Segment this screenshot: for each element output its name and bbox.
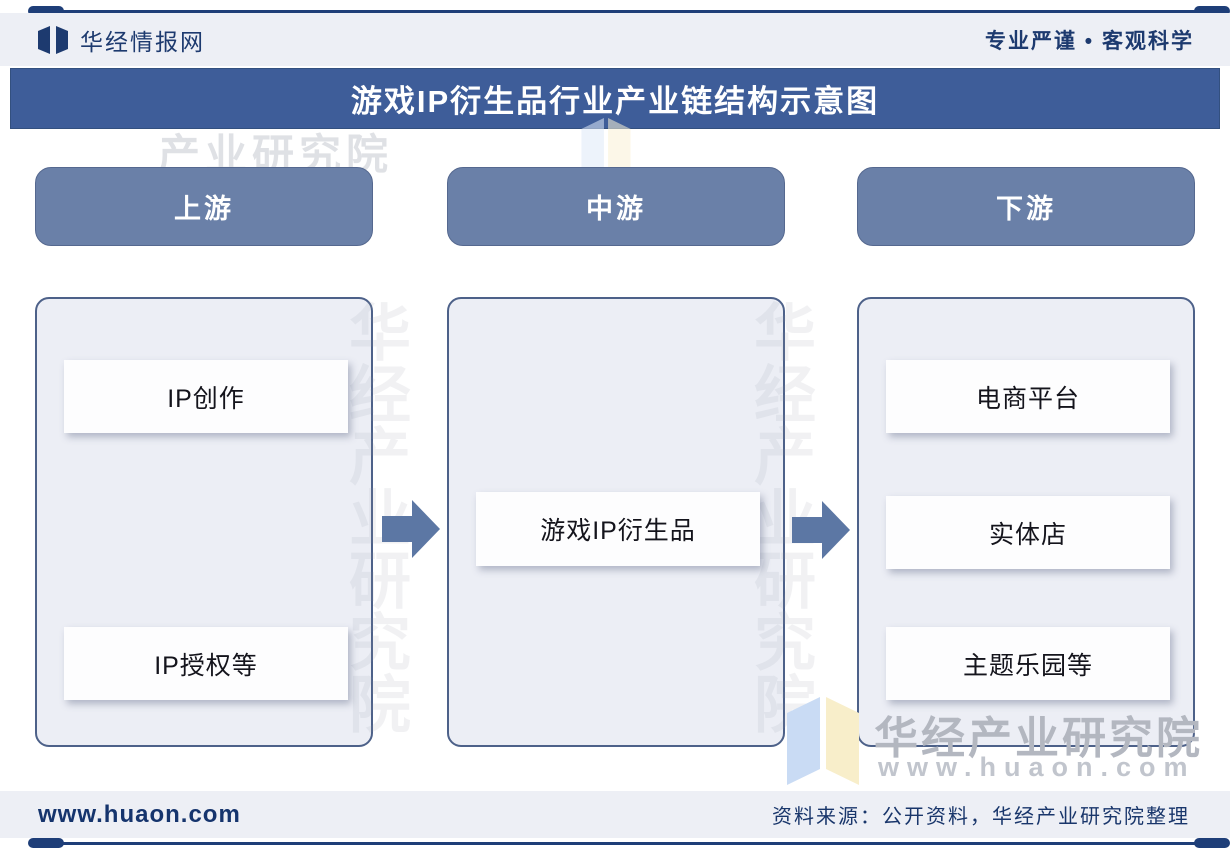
watermark-book-logo-icon	[581, 118, 631, 178]
huajing-book-logo-icon	[38, 25, 68, 54]
footer-website: www.huaon.com	[38, 800, 241, 828]
chain-item-label: 电商平台	[975, 384, 1080, 413]
chain-item-label: 游戏IP衍生品	[540, 517, 696, 545]
chain-item-box: IP创作	[64, 360, 348, 433]
watermark-org-site: www.huaon.com	[878, 752, 1196, 782]
rule-stub	[1194, 838, 1230, 848]
stage-pill-midstream: 中游	[447, 167, 785, 246]
chain-item-box: IP授权等	[64, 627, 348, 700]
brand-name: 华经情报网	[80, 28, 205, 55]
stage-pill-upstream: 上游	[35, 167, 373, 246]
bottom-accent-rule	[28, 838, 1230, 848]
chain-item-box: 电商平台	[886, 360, 1170, 433]
top-accent-rule	[28, 6, 1230, 16]
rule-stub	[1194, 6, 1230, 16]
header-bar: 华经情报网 专业严谨 • 客观科学	[0, 13, 1230, 66]
chain-item-box: 游戏IP衍生品	[476, 492, 760, 566]
chain-item-label: 主题乐园等	[962, 651, 1093, 680]
chain-item-box: 主题乐园等	[886, 627, 1170, 700]
chain-item-box: 实体店	[886, 496, 1170, 569]
brand-lockup: 华经情报网	[38, 23, 205, 57]
chain-item-label: IP创作	[167, 384, 245, 413]
midstream-container: 游戏IP衍生品	[447, 297, 785, 747]
title-bar: 游戏IP衍生品行业产业链结构示意图	[10, 68, 1220, 129]
downstream-container: 电商平台 实体店 主题乐园等	[857, 297, 1195, 747]
chain-item-label: 实体店	[988, 520, 1067, 549]
right-arrow-icon	[792, 501, 850, 559]
right-arrow-icon	[382, 500, 440, 558]
footer-source-note: 资料来源：公开资料，华经产业研究院整理	[772, 806, 1190, 828]
brand-slogan: 专业严谨 • 客观科学	[984, 29, 1194, 53]
chain-item-label: IP授权等	[154, 651, 258, 680]
upstream-container: IP创作 IP授权等	[35, 297, 373, 747]
stage-pill-downstream: 下游	[857, 167, 1195, 246]
footer-bar: www.huaon.com 资料来源：公开资料，华经产业研究院整理	[0, 791, 1230, 838]
page-title: 游戏IP衍生品行业产业链结构示意图	[350, 84, 880, 119]
rule-stub	[28, 838, 64, 848]
rule-stub	[28, 6, 64, 16]
watermark-book-logo-icon	[787, 697, 859, 785]
stage-label: 中游	[586, 194, 646, 224]
stage-label: 下游	[996, 194, 1056, 224]
stage-label: 上游	[174, 194, 234, 224]
